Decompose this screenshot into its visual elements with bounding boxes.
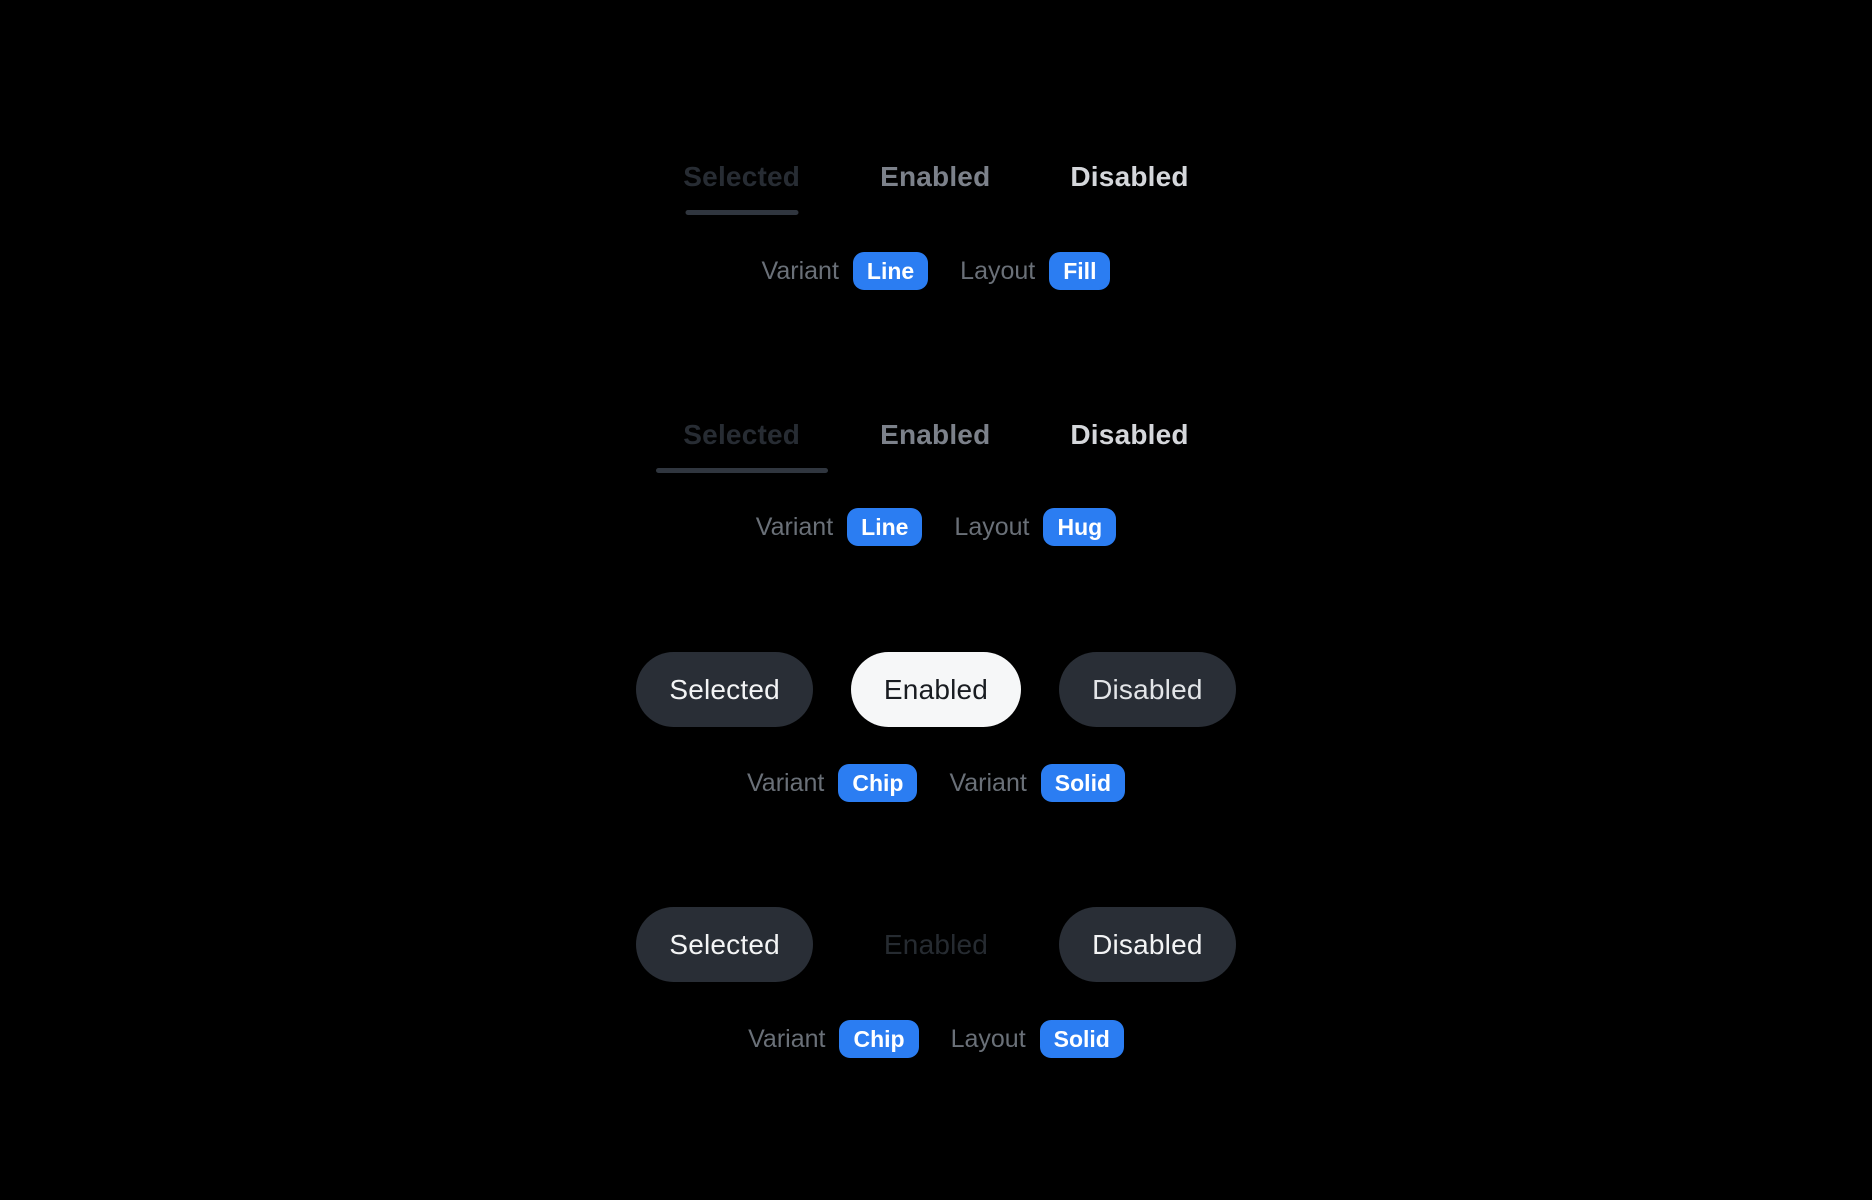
prop-value-badge: Hug [1043, 508, 1117, 546]
tab-label: Selected [683, 161, 801, 192]
prop-value-badge: Solid [1039, 1020, 1124, 1058]
chip-enabled[interactable]: Enabled [883, 929, 989, 960]
prop-variant: Variant Chip [748, 1020, 919, 1058]
prop-value-badge: Solid [1040, 764, 1126, 802]
tab-enabled[interactable]: Enabled [880, 160, 990, 194]
prop-layout: Layout Solid [951, 1020, 1124, 1058]
prop-value-badge: Chip [839, 1020, 919, 1058]
chip-group-solid: Selected Enabled Disabled [0, 652, 1872, 727]
prop-layout: Layout Fill [960, 252, 1111, 290]
chip-selected[interactable]: Selected [636, 907, 813, 982]
prop-variant: Variant Line [762, 252, 929, 290]
prop-variant: Variant Line [756, 508, 923, 546]
prop-layout: Layout Hug [954, 508, 1117, 546]
prop-annotations: Variant Chip Layout Solid [0, 1020, 1872, 1058]
prop-value-badge: Chip [838, 764, 918, 802]
prop-name: Variant [755, 513, 834, 541]
prop-variant: Variant Chip [746, 764, 918, 802]
prop-name: Layout [960, 257, 1036, 285]
prop-value-badge: Line [852, 252, 929, 290]
tab-disabled: Disabled [1070, 418, 1188, 452]
tab-label: Selected [683, 419, 801, 450]
prop-name: Variant [748, 1025, 826, 1053]
prop-name: Layout [950, 1025, 1026, 1053]
prop-annotations: Variant Line Layout Hug [0, 508, 1872, 546]
prop-variant-2: Variant Solid [949, 764, 1126, 802]
chip-disabled: Disabled [1059, 907, 1236, 982]
prop-annotations: Variant Chip Variant Solid [0, 764, 1872, 802]
tab-group-line-fill: Selected Enabled Disabled [0, 160, 1872, 215]
tab-group-line-hug: Selected Enabled Disabled [0, 418, 1872, 473]
prop-name: Variant [746, 769, 825, 797]
chip-group-solid-naked: Selected Enabled Disabled [0, 907, 1872, 982]
chip-selected[interactable]: Selected [636, 652, 813, 727]
tab-enabled[interactable]: Enabled [880, 418, 990, 452]
prop-name: Variant [761, 257, 839, 285]
tab-selected[interactable]: Selected [655, 418, 828, 473]
tab-disabled: Disabled [1070, 160, 1188, 194]
prop-name: Variant [949, 769, 1027, 797]
tab-underline [685, 210, 799, 215]
prop-annotations: Variant Line Layout Fill [0, 252, 1872, 290]
prop-name: Layout [954, 513, 1030, 541]
prop-value-badge: Fill [1049, 252, 1111, 290]
tab-label: Enabled [880, 161, 991, 192]
tab-selected[interactable]: Selected [683, 160, 801, 215]
prop-value-badge: Line [847, 508, 923, 546]
chip-disabled: Disabled [1059, 652, 1236, 727]
tab-underline [655, 468, 828, 473]
tab-label: Disabled [1070, 161, 1189, 192]
chip-enabled[interactable]: Enabled [850, 652, 1022, 727]
tab-label: Enabled [880, 419, 991, 450]
tab-label: Disabled [1070, 419, 1189, 450]
